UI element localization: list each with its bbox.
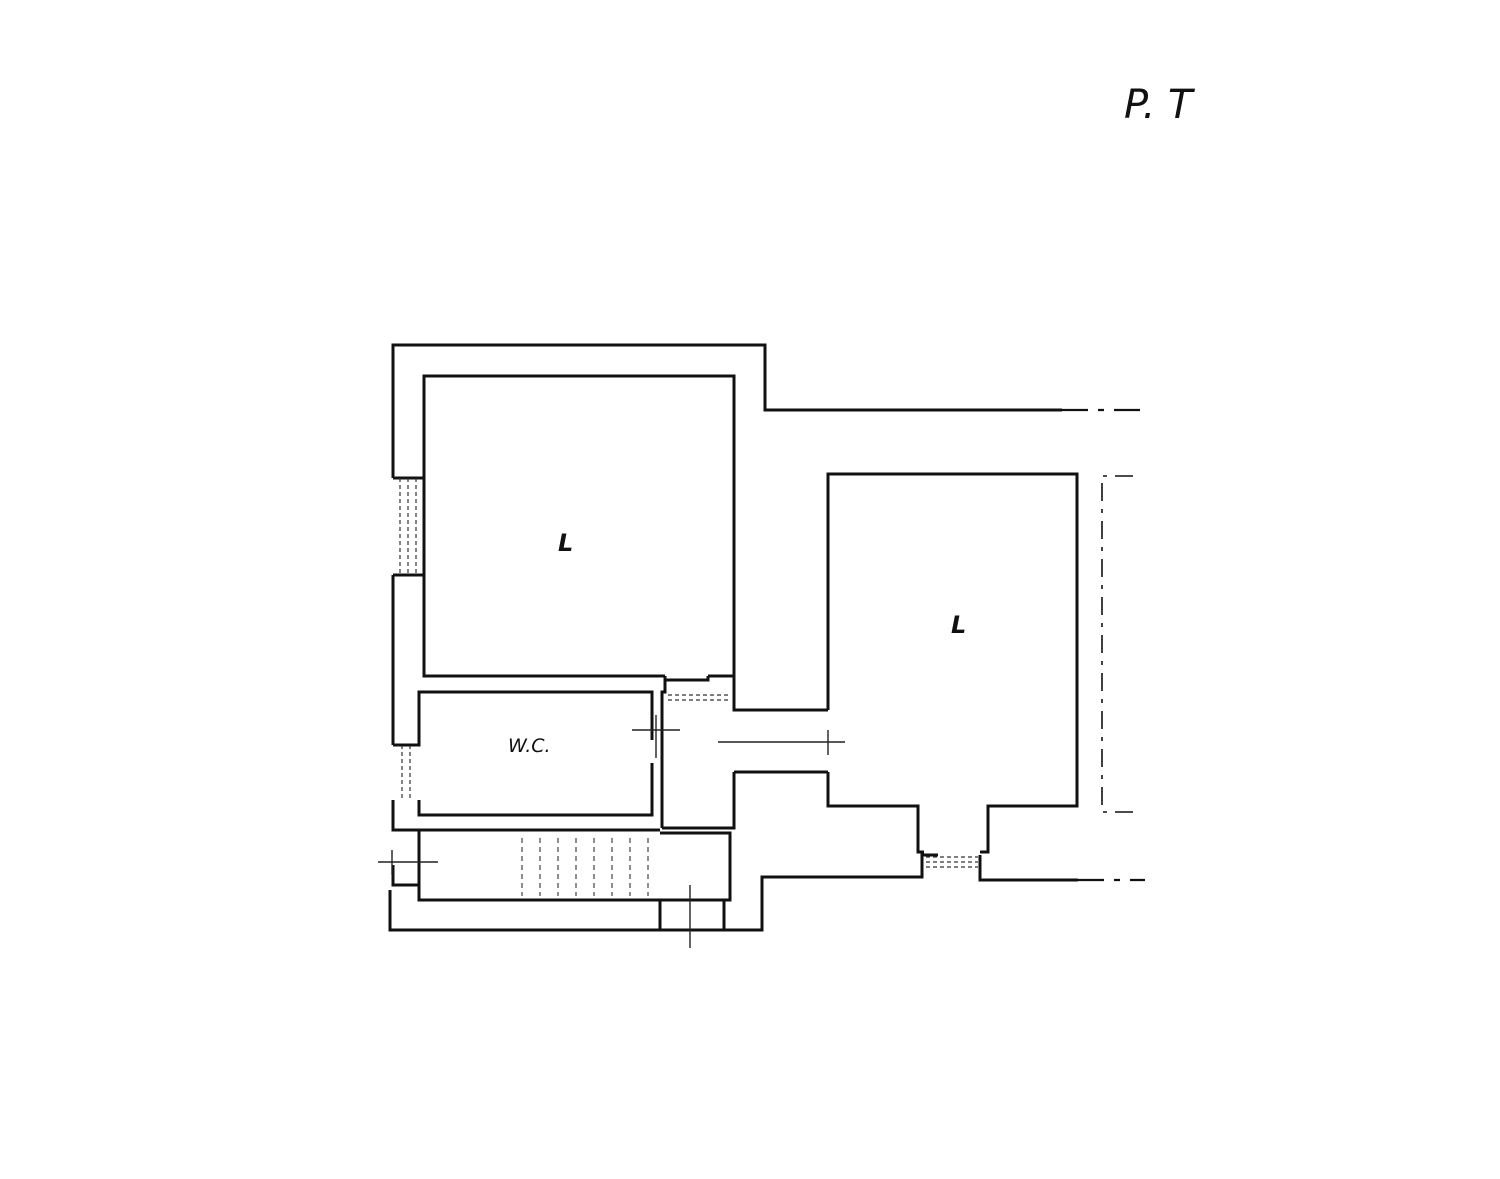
corridor xyxy=(662,676,845,830)
wc-door xyxy=(632,715,680,758)
window-left-upper xyxy=(399,478,417,575)
wc-label: W.C. xyxy=(508,735,551,757)
room-left-label: L xyxy=(558,529,573,557)
floor-label: P. T xyxy=(1124,82,1196,128)
window-left-lower xyxy=(401,745,411,800)
room-right-label: L xyxy=(951,611,966,639)
outer-walls xyxy=(388,343,1078,932)
staircase xyxy=(378,828,732,948)
boundary-lines xyxy=(1062,408,1145,882)
room-left: L xyxy=(393,374,736,678)
room-right: L xyxy=(826,472,1079,868)
